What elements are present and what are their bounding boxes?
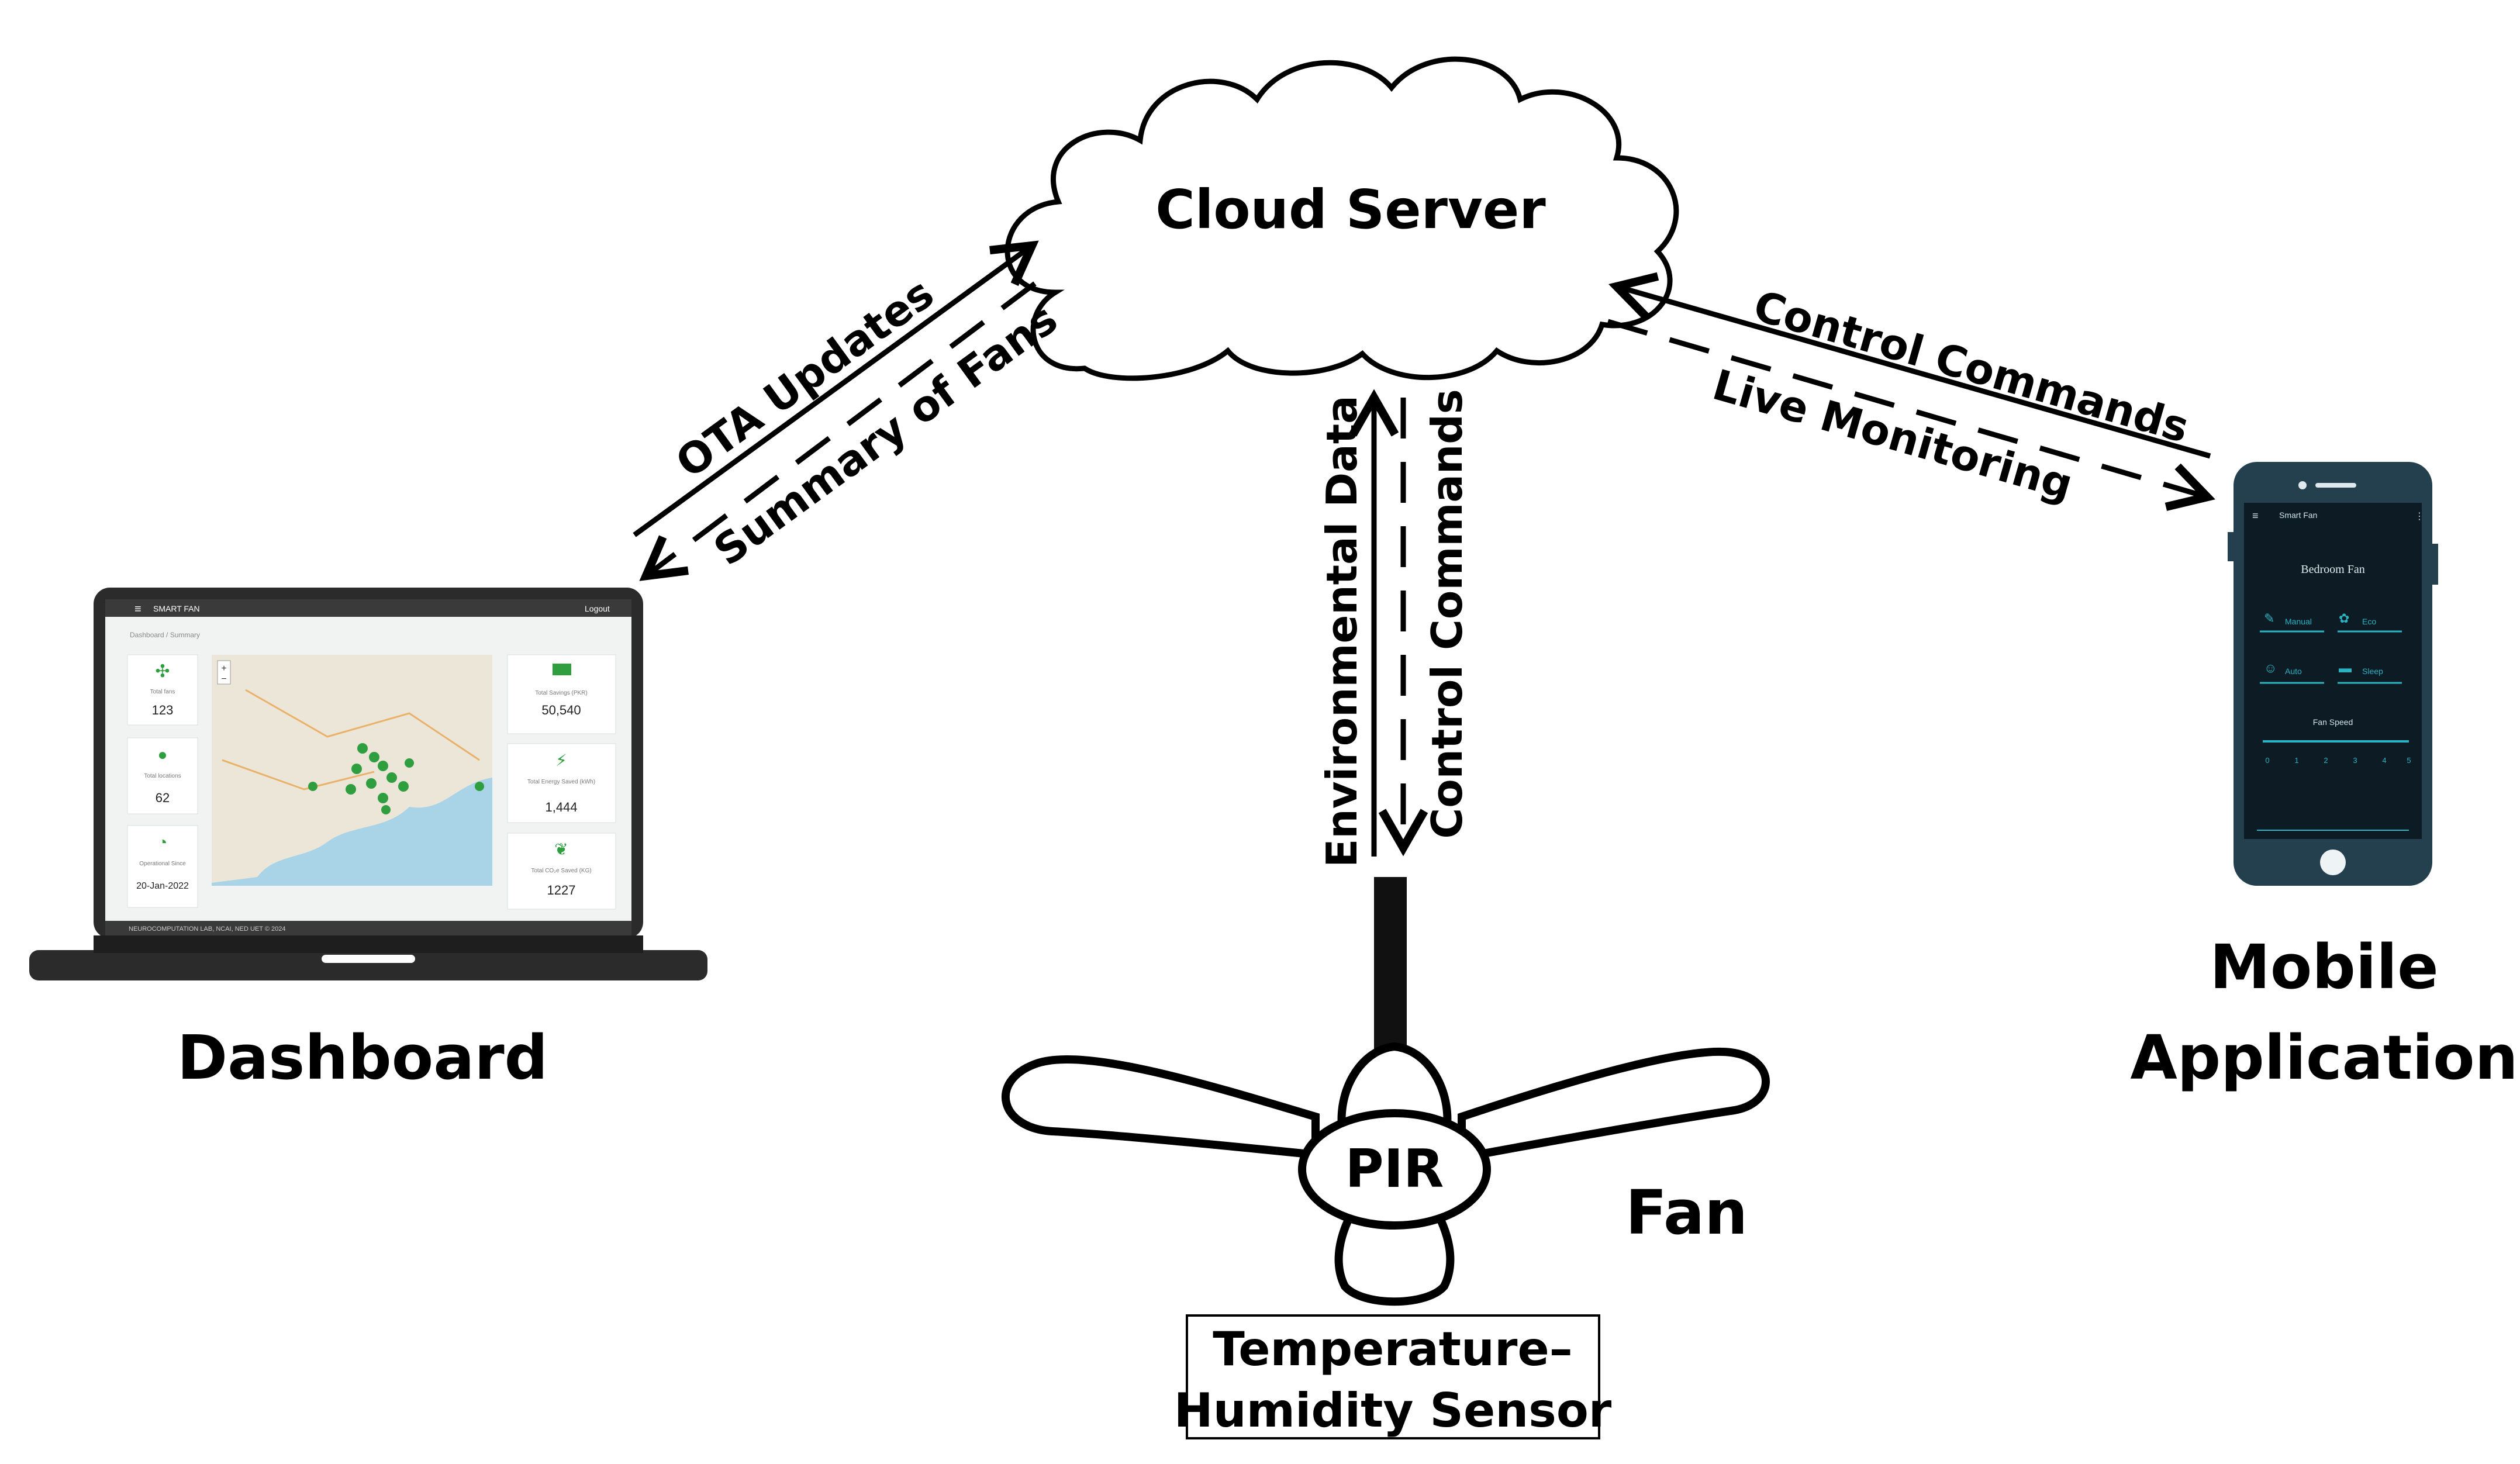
dashboard-screen: ≡ SMART FAN Logout Dashboard / Summary ✣… <box>105 599 631 935</box>
phone-app-title: Smart Fan <box>2279 510 2317 520</box>
phone-more-icon[interactable]: ⋮ <box>2415 512 2424 522</box>
speed-tick[interactable]: 5 <box>2407 756 2411 765</box>
dashboard-label: Dashboard <box>177 1022 548 1093</box>
cloud-server-node: Cloud Server <box>1004 56 1679 381</box>
bolt-icon: ⚡ <box>555 751 567 769</box>
location-pin-icon: ● <box>158 745 168 764</box>
live-monitoring-arrow <box>1607 319 2215 511</box>
phone-speaker <box>2315 483 2356 488</box>
phone-side-button <box>2228 532 2235 561</box>
dashboard-footer: NEUROCOMPUTATION LAB, NCAI, NED UET © 20… <box>129 926 286 933</box>
fan-speed-label: Fan Speed <box>2313 717 2353 727</box>
fan-hub <box>1298 1109 1491 1230</box>
temperature-humidity-sensor-box <box>1186 1314 1600 1439</box>
right-stat-cards: Total Savings (PKR) 50,540 ⚡ Total Energ… <box>507 654 616 910</box>
pir-sensor-label: PIR <box>1345 1138 1444 1200</box>
mobile-node: ≡ Smart Fan ⋮ Bedroom Fan ✎ Manual ✿ Eco… <box>2130 462 2518 1093</box>
stat-label: Total CO₂e Saved (KG) <box>531 868 591 874</box>
cloud-server-label: Cloud Server <box>1155 178 1546 241</box>
stat-value: 50,540 <box>541 703 581 717</box>
phone-screen <box>2244 503 2422 839</box>
dashboard-footer-bar <box>105 921 631 935</box>
laptop-base <box>29 950 707 980</box>
fan-blade-left <box>1001 1055 1320 1159</box>
zoom-control[interactable] <box>217 660 231 685</box>
stat-value: 1227 <box>547 883 576 897</box>
phone-camera <box>2298 481 2307 489</box>
map-markers[interactable] <box>308 743 484 814</box>
ota-updates-arrow <box>633 240 1039 537</box>
sensor-label-line2: Humidity Sensor <box>1174 1383 1612 1438</box>
stat-value: 1,444 <box>545 800 577 814</box>
fan-blade-right <box>1458 1047 1770 1163</box>
stat-label: Total Energy Saved (kWh) <box>527 779 595 785</box>
dashboard-map[interactable]: + − <box>212 655 492 886</box>
dashboard-appbar <box>105 599 631 617</box>
fan-speed-ticks: 0 1 2 3 4 5 <box>2265 756 2411 765</box>
speed-tick[interactable]: 1 <box>2294 756 2298 765</box>
speed-tick[interactable]: 2 <box>2324 756 2328 765</box>
left-stat-cards: ✣ Total fans 123 ● Total locations 62 ◔ … <box>127 654 198 908</box>
mode-buttons: ✎ Manual ✿ Eco ☺ Auto ▬ Sleep <box>2260 611 2402 684</box>
eco-mode-icon: ✿ <box>2339 611 2349 626</box>
phone-side-button <box>2431 544 2438 585</box>
stat-value: 62 <box>156 790 170 805</box>
speed-tick[interactable]: 4 <box>2382 756 2386 765</box>
mode-button-eco[interactable]: Eco <box>2362 617 2376 626</box>
breadcrumb: Dashboard / Summary <box>130 631 200 639</box>
stat-label: Total Savings (PKR) <box>535 690 587 696</box>
control-commands-fan-label: Control Commands <box>1423 389 1472 838</box>
laptop-hinge <box>94 935 643 953</box>
phone-menu-icon[interactable]: ≡ <box>2252 510 2259 522</box>
sensor-label-line1: Temperature– <box>1213 1322 1572 1376</box>
dashboard-node: ≡ SMART FAN Logout Dashboard / Summary ✣… <box>29 588 707 1093</box>
fan-rod <box>1374 877 1407 1052</box>
manual-mode-icon: ✎ <box>2264 611 2274 626</box>
stat-label: Total fans <box>150 689 175 695</box>
money-icon <box>553 664 571 675</box>
fan-label: Fan <box>1625 1177 1748 1248</box>
clock-icon: ◔ <box>158 833 168 851</box>
sleep-mode-icon: ▬ <box>2339 661 2352 675</box>
auto-mode-icon: ☺ <box>2264 661 2277 675</box>
device-name: Bedroom Fan <box>2301 563 2364 576</box>
laptop-notch <box>322 955 415 963</box>
zoom-in-icon[interactable]: + <box>221 664 226 674</box>
dashboard-app-title: SMART FAN <box>153 604 200 613</box>
fan-blade-bottom <box>1334 1200 1455 1306</box>
speed-tick[interactable]: 3 <box>2353 756 2357 765</box>
cloud-shape <box>1004 56 1679 381</box>
mode-button-manual[interactable]: Manual <box>2285 617 2312 626</box>
control-commands-mobile-arrow <box>1608 272 2211 459</box>
stat-value: 20-Jan-2022 <box>136 881 189 891</box>
summary-of-fans-arrow <box>639 281 1037 581</box>
fan-motor-top <box>1337 1042 1452 1130</box>
mode-button-sleep[interactable]: Sleep <box>2362 667 2383 676</box>
home-button[interactable] <box>2320 850 2346 875</box>
menu-icon[interactable]: ≡ <box>134 603 141 616</box>
stat-label: Total locations <box>144 773 181 779</box>
stat-value: 123 <box>152 703 174 717</box>
leaf-icon: ❦ <box>554 840 568 858</box>
mode-button-auto[interactable]: Auto <box>2285 667 2302 676</box>
environmental-data-label: Environmental Data <box>1317 395 1366 868</box>
zoom-out-icon[interactable]: − <box>221 674 226 684</box>
fan-node: PIR Fan Temperature– Humidity Sensor <box>1001 877 1770 1439</box>
mobile-application-label-line1: Mobile <box>2210 931 2438 1003</box>
logout-link[interactable]: Logout <box>585 604 610 613</box>
fan-icon: ✣ <box>155 662 170 681</box>
speed-tick[interactable]: 0 <box>2265 756 2269 765</box>
stat-label: Operational Since <box>139 861 186 867</box>
mobile-application-label-line2: Application <box>2130 1022 2518 1093</box>
